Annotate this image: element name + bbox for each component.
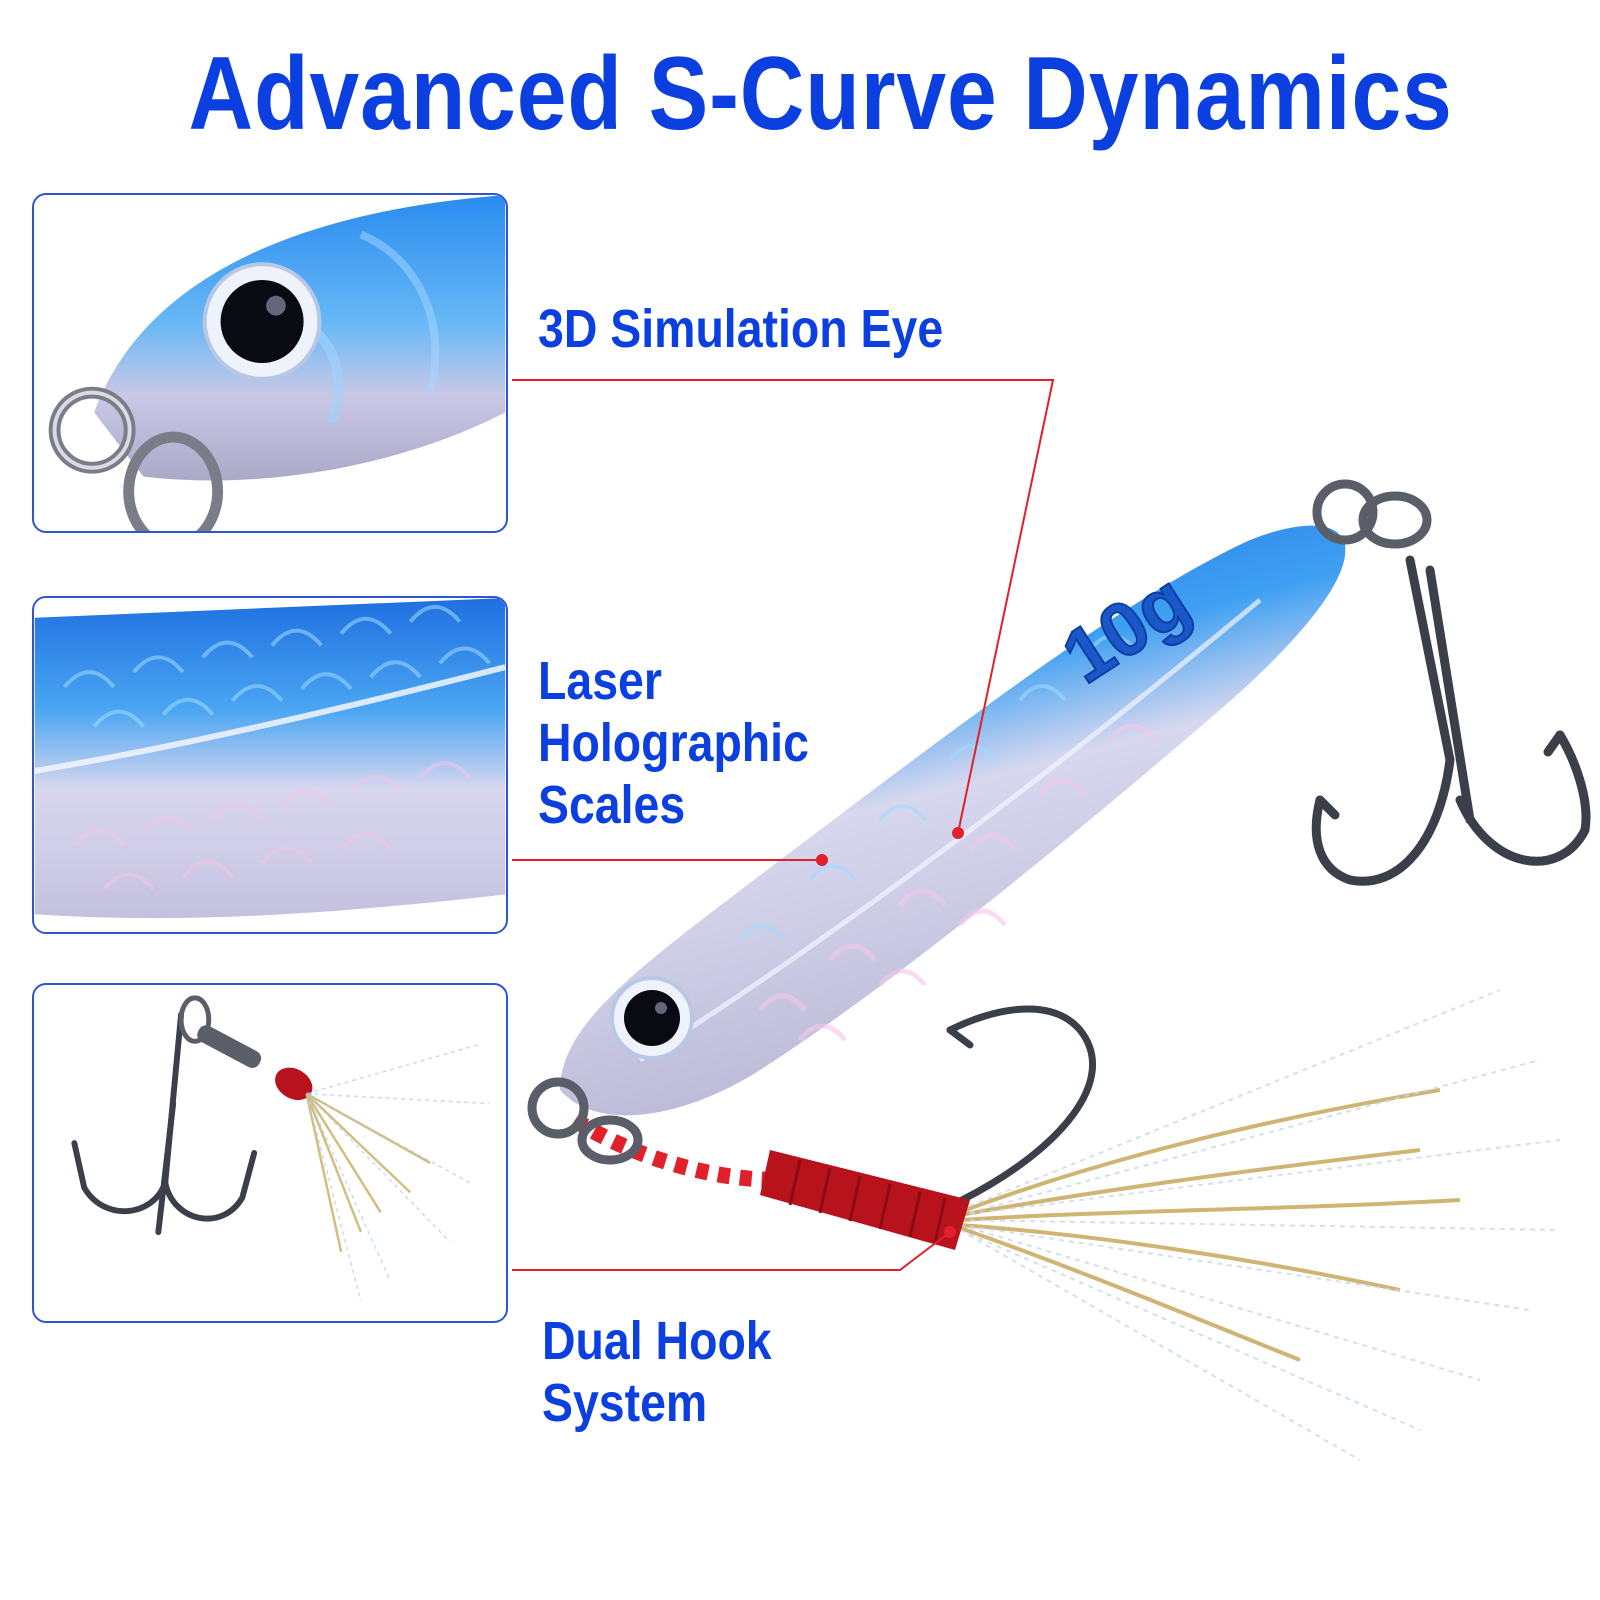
detail-panel-eye	[32, 193, 508, 533]
feature-label-line: Laser	[538, 651, 662, 711]
treble-hook	[1311, 555, 1591, 886]
page-title: Advanced S-Curve Dynamics	[188, 36, 1453, 152]
assist-hook	[946, 1005, 1096, 1204]
feature-label-line: System	[542, 1373, 708, 1433]
detail-panel-scales	[32, 596, 508, 934]
weight-marking: 10g	[1048, 557, 1204, 700]
feature-label-scales: Laser Holographic Scales	[538, 650, 809, 836]
callout-dots	[816, 827, 964, 1238]
feature-label-line: Holographic	[538, 713, 809, 773]
feature-label-line: Scales	[538, 775, 686, 835]
feature-label-hook: Dual Hook System	[542, 1310, 772, 1434]
scales-closeup-image	[34, 598, 506, 932]
detail-panel-hook	[32, 983, 508, 1323]
feature-label-line: Dual Hook	[542, 1311, 772, 1371]
feather-tail	[959, 989, 1561, 1461]
feature-label-line: 3D Simulation Eye	[538, 299, 944, 359]
braided-line	[570, 1113, 970, 1250]
eye-closeup-image	[48, 195, 506, 531]
feature-label-eye: 3D Simulation Eye	[538, 298, 943, 360]
treble-hook-image	[71, 995, 490, 1302]
